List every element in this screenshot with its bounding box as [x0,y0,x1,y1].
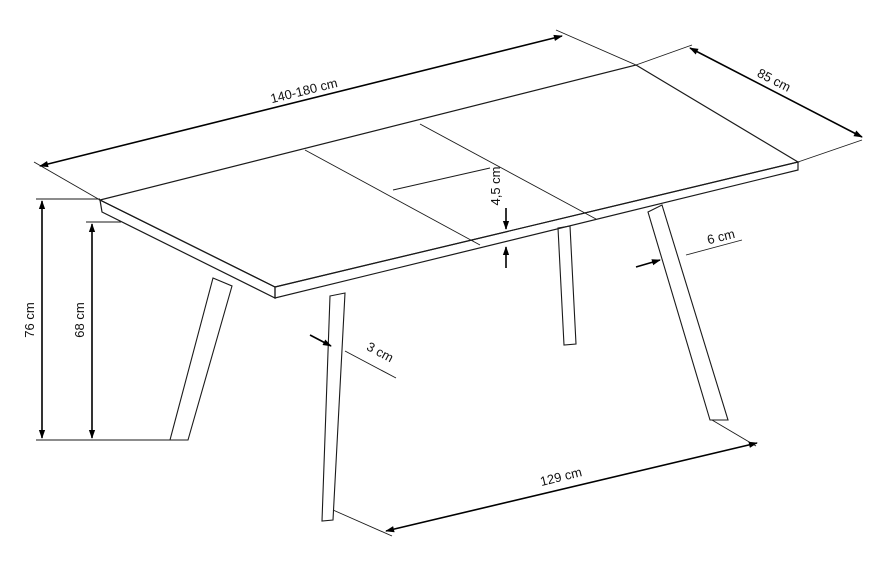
ext-line-width-front [797,139,863,163]
ext-line-length-right [555,29,637,66]
label-width: 85 cm [755,65,793,94]
extension-seam-right [419,123,597,220]
dim-arrow-front-leg [309,334,332,347]
label-length: 140-180 cm [269,75,339,106]
label-leg-width-front: 3 cm [364,339,396,365]
back-left-leg [557,225,577,346]
dim-arrow-leg-span [385,441,758,533]
front-center-leg [321,292,346,522]
dim-arrow-width [689,47,863,138]
ext-line-front-leg [344,350,397,379]
extension-leaf-edge [392,167,491,191]
ext-line-leg-span-left [332,509,393,537]
dim-arrow-side-leg [635,259,661,268]
label-height-total: 76 cm [22,302,37,337]
ext-line-length-left [33,161,101,201]
extension-seam-left [304,149,481,246]
label-leg-width-side: 6 cm [705,226,736,247]
dim-arrow-length [39,34,563,168]
front-left-leg [169,277,233,441]
label-height-under-top: 68 cm [72,302,87,337]
ext-line-width-back [635,44,693,66]
ext-line-side-leg [685,239,743,256]
ext-line-leg-span-right [711,419,757,447]
table-top [98,64,800,299]
front-right-leg [647,204,729,421]
label-top-thickness: 4,5 cm [488,166,503,205]
